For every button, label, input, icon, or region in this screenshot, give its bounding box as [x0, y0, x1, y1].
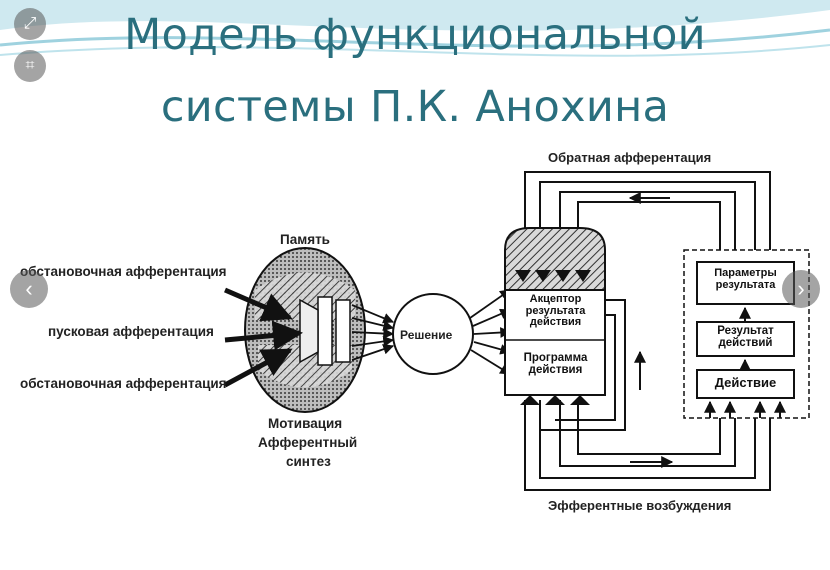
input-label-3: обстановочная афферентация — [20, 376, 227, 391]
acceptor-program-block — [504, 289, 606, 396]
params-label-line2: результата — [715, 278, 776, 291]
result-box — [696, 321, 795, 357]
result-label-line1: Результат — [717, 325, 774, 337]
crop-icon[interactable]: ⌗ — [14, 50, 46, 82]
acceptor-label-line1: Акцептор — [529, 293, 582, 305]
decision-label: Решение — [400, 328, 453, 342]
acceptor-label-line3: действия — [529, 316, 582, 329]
params-label-line1: Параметры — [714, 267, 777, 279]
expand-icon[interactable]: ⤢ — [14, 8, 46, 40]
result-label-line2: действий — [718, 337, 773, 350]
synthesis-to-decision-arrows — [351, 304, 395, 361]
motivation-label: Мотивация — [268, 416, 343, 431]
feedback-loops — [524, 171, 771, 255]
input-arrows — [223, 287, 303, 388]
result-label: Результат действий — [697, 325, 794, 349]
program-label-line2: действия — [528, 364, 583, 377]
afferent-synthesis-block — [244, 247, 366, 413]
page-title-line-1: Модель функциональной — [124, 10, 706, 60]
params-label: Параметры результата — [697, 267, 794, 291]
action-label: Действие — [714, 375, 777, 390]
params-box — [696, 261, 795, 305]
action-box — [696, 369, 795, 399]
acceptor-dome — [504, 227, 606, 291]
header-wave-decoration — [0, 0, 830, 57]
feedback-label: Обратная афферентация — [548, 150, 712, 165]
synthesis-label-line1: Афферентный — [258, 435, 358, 450]
input-label-1: обстановочная афферентация — [20, 264, 227, 279]
synthesis-label-line2: синтез — [286, 454, 331, 469]
chevron-right-icon[interactable]: › — [782, 270, 820, 308]
acceptor-label: Акцептор результата действия — [508, 293, 603, 329]
efferent-label: Эфферентные возбуждения — [548, 498, 732, 513]
efferent-loops — [524, 299, 771, 491]
acceptor-label-line2: результата — [525, 304, 586, 317]
program-label-line1: Программа — [523, 352, 588, 364]
program-label: Программа действия — [508, 352, 603, 376]
chevron-left-icon[interactable]: ‹ — [10, 270, 48, 308]
memory-label: Память — [280, 232, 330, 247]
page-title-line-2: системы П.К. Анохина — [160, 82, 670, 132]
input-label-2: пусковая афферентация — [48, 324, 214, 339]
decision-node — [392, 293, 474, 375]
